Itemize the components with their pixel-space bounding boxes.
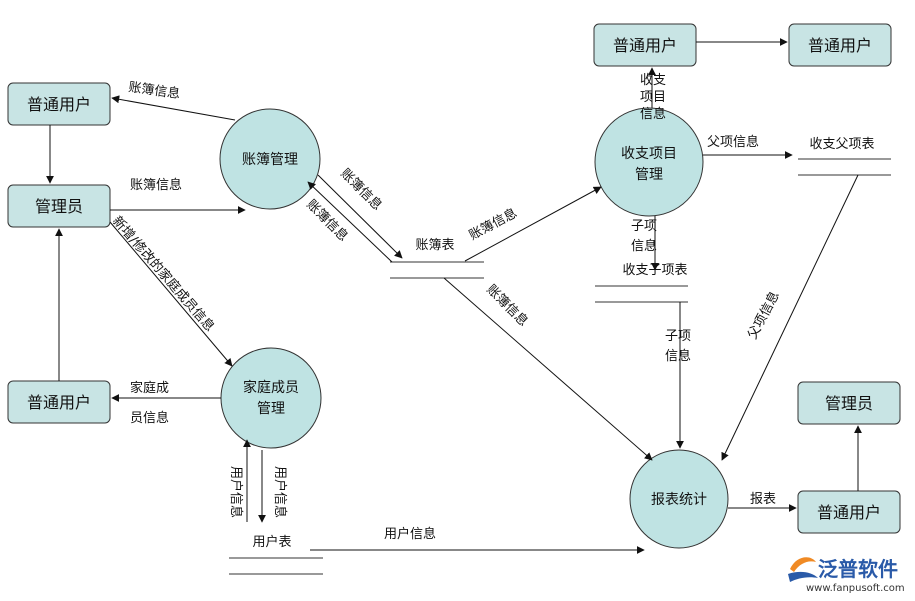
- entity-user-top-mid: 普通用户: [593, 23, 697, 67]
- flow-label: 新增/修改的家庭成员信息: [109, 213, 218, 335]
- fanpu-logo: 泛普软件 www.fanpusoft.com: [788, 557, 905, 594]
- store-label: 账簿表: [415, 238, 454, 253]
- flow-label: 信息: [631, 238, 657, 254]
- entity-admin-left: 管理员: [7, 184, 111, 228]
- flow-label: 用户信息: [272, 466, 288, 518]
- flow-label: 收支: [640, 73, 666, 88]
- flow-label: 用户信息: [384, 526, 436, 542]
- flow-label: 账簿信息: [130, 177, 182, 193]
- flow-label: 员信息: [130, 410, 169, 426]
- flow-label: 账簿信息: [337, 166, 385, 214]
- entity-label: 管理员: [35, 197, 83, 216]
- flow-label: 账簿信息: [127, 79, 181, 102]
- flow-ledger-to-user: [111, 95, 236, 121]
- flow-label: 用户信息: [228, 466, 244, 518]
- flow-label: 子项: [631, 219, 657, 234]
- process-family-mgmt: 家庭成员 管理: [220, 347, 322, 449]
- flow-label: 信息: [640, 106, 666, 122]
- entity-label: 普通用户: [613, 36, 677, 55]
- process-report-stats: 报表统计: [629, 449, 729, 549]
- entity-label: 普通用户: [27, 95, 91, 114]
- logo-mark-icon: [788, 557, 818, 582]
- flow-label: 子项: [665, 329, 691, 344]
- flow-table-to-report: [443, 277, 653, 461]
- store-user-table: 用户表: [229, 534, 323, 575]
- store-ledger-table: 账簿表: [390, 238, 484, 279]
- flow-label: 账簿信息: [483, 282, 531, 330]
- entity-user-left-top: 普通用户: [7, 82, 111, 126]
- flow-label: 父项信息: [707, 134, 759, 150]
- process-label: 账簿管理: [242, 152, 298, 168]
- flow-label: 父项信息: [744, 288, 783, 341]
- process-label: 管理: [257, 401, 285, 417]
- flow-label: 家庭成: [130, 380, 169, 396]
- entity-label: 普通用户: [27, 393, 91, 412]
- entity-user-top-right: 普通用户: [788, 23, 892, 67]
- process-label: 收支项目: [621, 146, 677, 162]
- flow-label: 报表: [750, 492, 776, 507]
- flow-parent-to-report: [721, 174, 859, 461]
- store-label: 收支父项表: [809, 137, 874, 152]
- entity-user-left-bottom: 普通用户: [7, 380, 111, 424]
- entity-admin-right: 管理员: [797, 381, 901, 425]
- store-label: 用户表: [252, 534, 291, 550]
- entity-label: 管理员: [825, 394, 873, 413]
- flow-label-user-info-right: 用户信息: [272, 466, 288, 518]
- process-income-item-mgmt: 收支项目 管理: [594, 107, 704, 217]
- flow-label-user-info-left: 用户信息: [228, 466, 244, 518]
- process-label: 家庭成员: [243, 379, 299, 396]
- store-parent-item-table: 收支父项表: [798, 137, 891, 176]
- store-child-item-table: 收支子项表: [595, 263, 688, 303]
- flow-table-to-income: [464, 186, 602, 262]
- flow-label: 项目: [640, 90, 666, 105]
- process-label: 管理: [635, 167, 663, 183]
- flow-admin-to-family: [109, 221, 233, 367]
- entity-label: 普通用户: [817, 503, 881, 522]
- logo-url: www.fanpusoft.com: [806, 583, 905, 594]
- flow-table-to-ledger: [307, 181, 393, 263]
- entity-label: 普通用户: [808, 36, 872, 55]
- logo-name: 泛普软件: [818, 557, 898, 581]
- entity-user-bottom-right: 普通用户: [797, 490, 901, 534]
- process-ledger-mgmt: 账簿管理: [219, 108, 321, 210]
- flow-label: 信息: [665, 348, 691, 364]
- flow-ledger-to-table: [317, 174, 403, 259]
- flow-label: 账簿信息: [303, 197, 351, 245]
- flow-label: 账簿信息: [466, 205, 519, 244]
- process-label: 报表统计: [651, 492, 707, 508]
